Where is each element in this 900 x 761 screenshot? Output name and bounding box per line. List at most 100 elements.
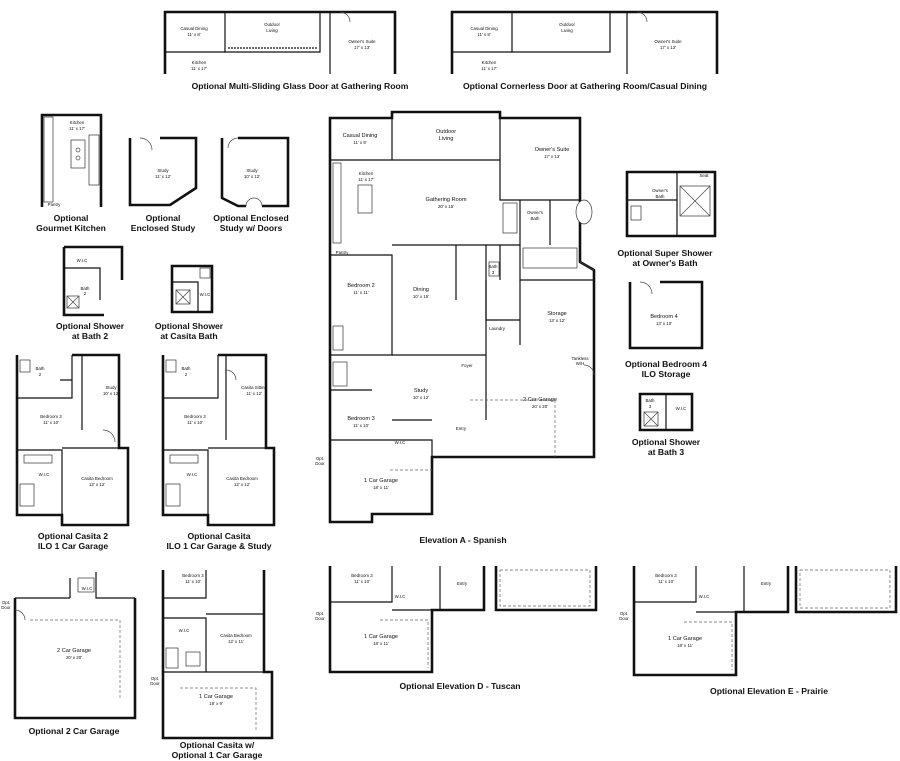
room-dim: 11' x 17' bbox=[481, 66, 497, 71]
plan-casita-1car: Bedroom 3 11' x 10' W.I.C Casita Bedroom… bbox=[150, 570, 274, 760]
room-label: Bedroom 2 bbox=[347, 283, 374, 289]
room-label: Door bbox=[150, 681, 160, 686]
caption-elevation-d: Optional Elevation D - Tuscan bbox=[399, 681, 520, 691]
room-label: W.I.C bbox=[395, 594, 406, 599]
room-label: Bedroom 3 bbox=[351, 573, 373, 578]
room-label: Casita Bedroom bbox=[226, 476, 258, 481]
room-dim: 11' x 11' bbox=[353, 290, 369, 295]
room-label: Kitchen bbox=[359, 171, 374, 176]
plan-super-shower: Owner's Bath Seat Optional Super Shower … bbox=[617, 170, 717, 268]
room-dim: 17' x 13' bbox=[660, 45, 676, 50]
caption-casita2-1: Optional Casita 2 bbox=[38, 531, 108, 541]
room-dim: 18' x 11' bbox=[373, 485, 389, 490]
room-label: Opt. bbox=[2, 600, 10, 605]
room-label: Bath bbox=[645, 398, 655, 403]
room-label: Opt. bbox=[151, 676, 159, 681]
caption-elevation-e: Optional Elevation E - Prairie bbox=[710, 686, 828, 696]
room-dim: 11' x 10' bbox=[187, 420, 203, 425]
plan-shower-bath2: W.I.C Bath 2 Optional Shower at Bath 2 bbox=[56, 245, 125, 341]
plan-casita-study: Bath 2 Casita Sitting 11' x 12' Bedroom … bbox=[161, 353, 276, 551]
room-label: Casita Bedroom bbox=[81, 476, 113, 481]
room-label: Owner's Suite bbox=[348, 39, 376, 44]
caption-elevation-a: Elevation A - Spanish bbox=[419, 535, 506, 545]
room-label: W.I.C bbox=[395, 440, 406, 445]
room-dim: 18' x 9' bbox=[209, 701, 223, 706]
room-label: Casual Dining bbox=[470, 26, 498, 31]
room-label: Bath bbox=[80, 286, 90, 291]
room-label: Pantry bbox=[336, 250, 349, 255]
caption-enclosed-1: Optional bbox=[146, 213, 181, 223]
caption-casita-2: ILO 1 Car Garage & Study bbox=[166, 541, 271, 551]
caption-garage2: Optional 2 Car Garage bbox=[29, 726, 120, 736]
plan-enclosed-study: Study 11' x 12' Optional Enclosed Study bbox=[128, 136, 198, 233]
room-label: Bath bbox=[488, 264, 498, 269]
room-dim: 11' x 10' bbox=[353, 423, 369, 428]
room-dim: 11' x 10' bbox=[658, 579, 674, 584]
room-label: Owner's bbox=[527, 210, 544, 215]
room-label: Bath bbox=[530, 216, 540, 221]
room-label: W/H bbox=[576, 361, 585, 366]
room-label: W.I.C bbox=[676, 406, 687, 411]
room-dim: 11' x 12' bbox=[246, 391, 262, 396]
room-label: Bath bbox=[655, 194, 665, 199]
room-dim: 20' x 15' bbox=[438, 204, 454, 209]
room-label: W.I.C bbox=[82, 586, 93, 591]
room-label: Door bbox=[315, 616, 325, 621]
caption-shower-bath3-1: Optional Shower bbox=[632, 437, 701, 447]
room-label: Bath bbox=[181, 366, 191, 371]
room-dim: 20' x 20' bbox=[66, 655, 82, 660]
caption-casita-1: Optional Casita bbox=[187, 531, 250, 541]
room-label: Owner's bbox=[652, 188, 669, 193]
room-label: Storage bbox=[547, 311, 567, 317]
plan-multi-sliding-door: Casual Dining 11' x 8' Outdoor Living Ow… bbox=[163, 10, 409, 91]
caption-multi-sliding: Optional Multi-Sliding Glass Door at Gat… bbox=[192, 81, 409, 91]
room-label: 1 Car Garage bbox=[364, 478, 398, 484]
room-label: Bath bbox=[35, 366, 45, 371]
room-dim: 10' x 12' bbox=[103, 391, 119, 396]
caption-super-shower-2: at Owner's Bath bbox=[632, 258, 697, 268]
caption-shower-bath3-2: at Bath 3 bbox=[648, 447, 685, 457]
room-label: Outdoor bbox=[264, 22, 280, 27]
caption-shower-casita-1: Optional Shower bbox=[155, 321, 224, 331]
room-dim: 13' x 12' bbox=[549, 318, 565, 323]
room-label: Living bbox=[266, 28, 278, 33]
room-label: Bedroom 3 bbox=[40, 414, 62, 419]
room-label: Owner's Suite bbox=[535, 147, 570, 153]
plan-elevation-a: Casual Dining 11' x 8' Outdoor Living Ow… bbox=[315, 110, 596, 545]
plan-elevation-d: Bedroom 3 11' x 10' W.I.C Entry Opt. Doo… bbox=[315, 566, 598, 691]
plan-shower-bath3: Bath 3 W.I.C Optional Shower at Bath 3 bbox=[632, 392, 701, 457]
room-label: Study bbox=[414, 388, 429, 394]
plan-elevation-e: Bedroom 3 11' x 10' W.I.C Entry Opt. Doo… bbox=[619, 566, 898, 696]
room-label: Bedroom 3 bbox=[347, 416, 374, 422]
room-label: Bedroom 3 bbox=[182, 573, 204, 578]
room-label: Opt. bbox=[620, 611, 628, 616]
room-label: Bedroom 4 bbox=[650, 314, 677, 320]
room-dim: 12' x 12' bbox=[234, 482, 250, 487]
room-dim: 11' x 17' bbox=[69, 126, 85, 131]
caption-shower-bath2-1: Optional Shower bbox=[56, 321, 125, 331]
room-dim: 11' x 10' bbox=[354, 579, 370, 584]
caption-casita-1car-2: Optional 1 Car Garage bbox=[172, 750, 263, 760]
room-label: 1 Car Garage bbox=[364, 634, 398, 640]
room-label: Seat bbox=[699, 173, 709, 178]
room-label: Opt. bbox=[316, 611, 324, 616]
plan-shower-casita: W.I.C Optional Shower at Casita Bath bbox=[155, 264, 224, 341]
plan-casita2: Bath 2 Study 10' x 12' Bedroom 3 11' x 1… bbox=[15, 353, 130, 551]
caption-bedroom4-1: Optional Bedroom 4 bbox=[625, 359, 707, 369]
room-label: Study bbox=[246, 168, 258, 173]
room-label: Casita Sitting bbox=[241, 385, 267, 390]
room-label: W.I.C bbox=[39, 472, 50, 477]
room-dim: 11' x 8' bbox=[187, 32, 200, 37]
room-label: Entry bbox=[761, 581, 772, 586]
room-label: Entry bbox=[456, 426, 467, 431]
room-dim: 11' x 17' bbox=[358, 177, 374, 182]
caption-enclosed-2: Enclosed Study bbox=[131, 223, 196, 233]
room-label: Bedroom 3 bbox=[184, 414, 206, 419]
room-label: 2 bbox=[39, 372, 42, 377]
caption-casita2-2: ILO 1 Car Garage bbox=[38, 541, 108, 551]
caption-bedroom4-2: ILO Storage bbox=[642, 369, 691, 379]
room-label: Outdoor bbox=[559, 22, 575, 27]
plan-bedroom4: Bedroom 4 13' x 10' Optional Bedroom 4 I… bbox=[625, 280, 707, 379]
room-label: Door bbox=[315, 461, 325, 466]
room-label: W.I.C bbox=[187, 472, 198, 477]
